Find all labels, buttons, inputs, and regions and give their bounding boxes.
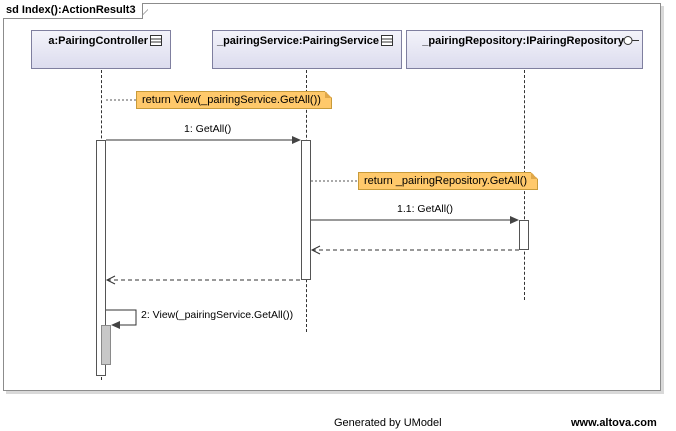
- frame-title: sd Index():ActionResult3: [3, 3, 143, 19]
- lifeline-label: _pairingRepository:IPairingRepository: [422, 35, 624, 47]
- message-label-view[interactable]: 2: View(_pairingService.GetAll()): [141, 309, 294, 321]
- note-return-repository[interactable]: return _pairingRepository.GetAll(): [358, 172, 539, 190]
- arrowhead: [310, 245, 321, 255]
- interface-lollipop-icon: [623, 36, 639, 45]
- activation-repository[interactable]: [519, 220, 529, 250]
- arrowhead: [111, 321, 120, 329]
- activation-controller-self-call[interactable]: [101, 325, 111, 365]
- activation-controller[interactable]: [96, 140, 106, 376]
- footer-generated: Generated by UModel: [334, 417, 442, 429]
- footer-site: www.altova.com: [571, 417, 657, 429]
- arrowhead: [510, 216, 519, 224]
- lifeline-pairing-repository[interactable]: _pairingRepository:IPairingRepository: [406, 30, 643, 69]
- lifeline-pairing-controller[interactable]: a:PairingController: [31, 30, 171, 69]
- arrowhead: [292, 136, 301, 144]
- message-label-getall[interactable]: 1: GetAll(): [184, 123, 232, 135]
- arrowhead: [105, 275, 116, 285]
- note-return-view[interactable]: return View(_pairingService.GetAll()): [136, 91, 332, 109]
- activation-service[interactable]: [301, 140, 311, 280]
- lifeline-label: _pairingService:PairingService: [216, 35, 379, 47]
- class-icon: [150, 35, 162, 46]
- lifeline-label: a:PairingController: [48, 35, 148, 47]
- lifeline-pairing-service[interactable]: _pairingService:PairingService: [212, 30, 402, 69]
- message-label-repo-getall[interactable]: 1.1: GetAll(): [397, 203, 454, 215]
- class-icon: [381, 35, 393, 46]
- self-call-arrow: [106, 309, 137, 326]
